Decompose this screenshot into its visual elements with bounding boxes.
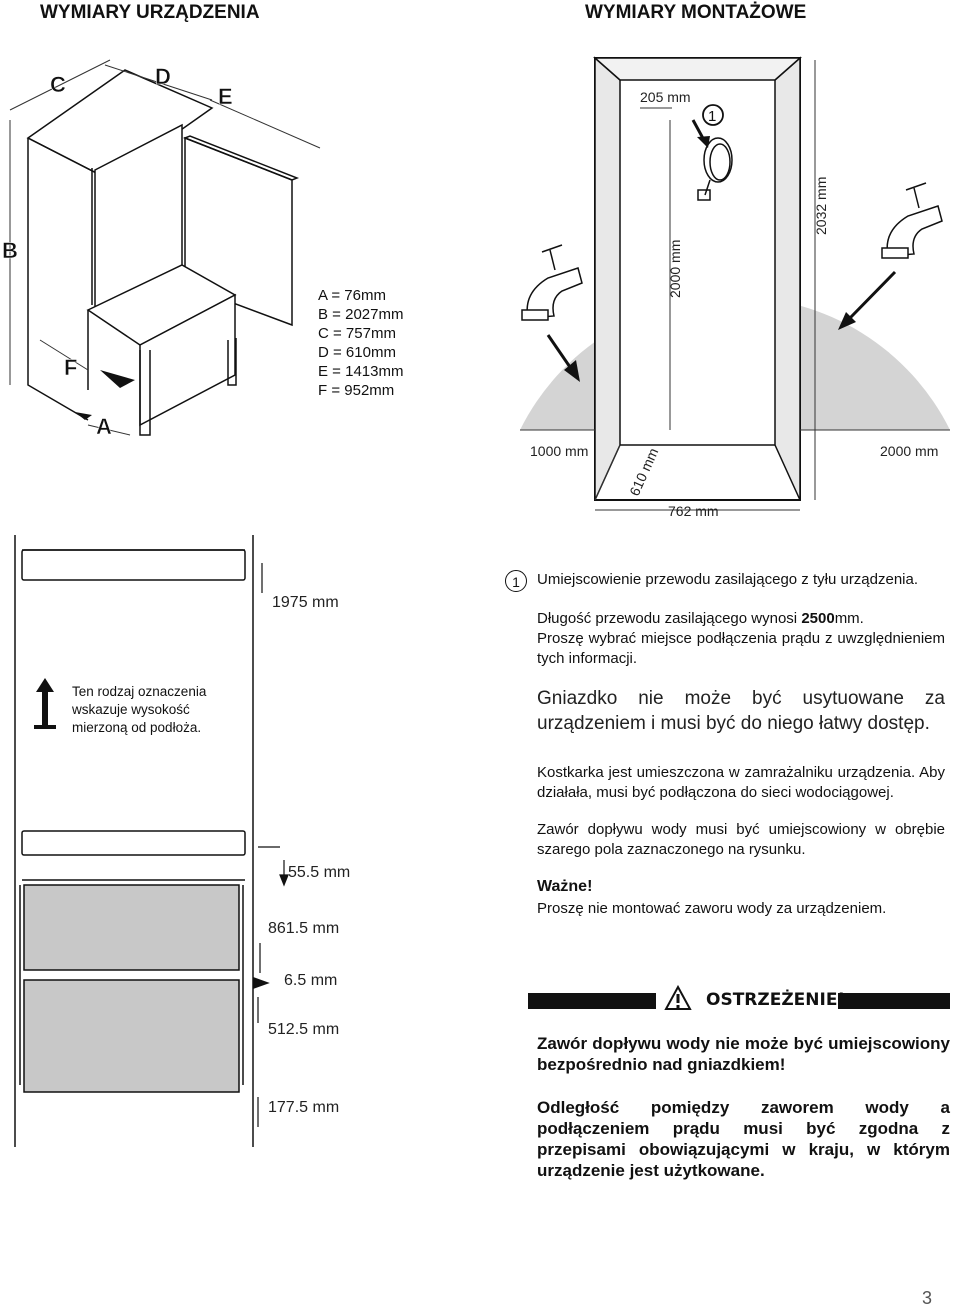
height-note: Ten rodzaj oznaczenia wskazuje wysokość … xyxy=(72,684,207,735)
cable-length-prefix: Długość przewodu zasilającego wynosi xyxy=(537,610,802,627)
cable-marker-number: 1 xyxy=(512,574,520,590)
icemaker-note: Kostkarka jest umieszczona w zamrażalnik… xyxy=(537,764,945,801)
warning-paragraph-2: Odległość pomiędzy zaworem wody a podłąc… xyxy=(537,1098,950,1180)
niche-dim-6: 6.5 mm xyxy=(284,972,337,989)
dim-2000-floor: 2000 mm xyxy=(880,443,938,459)
dim-2032: 2032 mm xyxy=(813,177,829,235)
dim-label-d: D xyxy=(155,64,171,89)
niche-dim-55: 55.5 mm xyxy=(288,864,350,881)
warning-title: OSTRZEŻENIE! xyxy=(706,990,846,1010)
dim-762: 762 mm xyxy=(668,503,719,519)
dim-label-f: F xyxy=(64,355,77,380)
dim-e: E = 1413mm xyxy=(318,363,404,380)
header-installation-dimensions: WYMIARY MONTAŻOWE xyxy=(585,2,807,23)
dim-205: 205 mm xyxy=(640,89,691,105)
warning-triangle-icon xyxy=(664,985,692,1010)
warning-bar-left xyxy=(528,993,656,1009)
dim-a: A = 76mm xyxy=(318,287,386,304)
dim-1000: 1000 mm xyxy=(530,443,588,459)
appliance-dimension-list: A = 76mm B = 2027mm C = 757mm D = 610mm … xyxy=(318,286,403,400)
dim-label-a: A xyxy=(96,414,112,439)
dim-label-e: E xyxy=(218,84,233,109)
dim-d: D = 610mm xyxy=(318,344,396,361)
installation-drawing: 205 mm 1000 mm 2000 mm 762 mm 2000 mm 20… xyxy=(520,56,950,519)
cable-location-text: Umiejscowienie przewodu zasilającego z t… xyxy=(537,571,919,588)
warning-bar-right xyxy=(838,993,950,1009)
dim-label-b: B xyxy=(2,238,18,263)
cable-length-value: 2500 xyxy=(801,610,835,627)
cable-marker-circle: 1 xyxy=(505,570,527,592)
niche-dim-512: 512.5 mm xyxy=(268,1021,339,1038)
height-from-floor-icon xyxy=(34,678,56,729)
dim-f: F = 952mm xyxy=(318,382,395,399)
cable-length-suffix: mm. xyxy=(834,610,864,627)
dim-label-c: C xyxy=(50,72,66,97)
niche-dim-861: 861.5 mm xyxy=(268,920,339,937)
warning-paragraph-1: Zawór dopływu wody nie może być umiejsco… xyxy=(537,1034,950,1074)
dim-c: C = 757mm xyxy=(318,325,396,342)
header-appliance-dimensions: WYMIARY URZĄDZENIA xyxy=(40,2,260,23)
socket-note: Gniazdko nie może być usytuowane za urzą… xyxy=(537,688,945,734)
cable-length-text: Długość przewodu zasilającego wynosi 250… xyxy=(537,609,945,629)
appliance-drawing: C D E B F A xyxy=(2,59,321,439)
dim-b: B = 2027mm xyxy=(318,306,404,323)
niche-dim-1975: 1975 mm xyxy=(272,594,339,611)
niche-drawing: 1975 mm 55.5 mm 861.5 mm 6.5 mm 512.5 mm… xyxy=(14,535,350,1147)
important-text: Proszę nie montować zaworu wody za urząd… xyxy=(537,900,887,917)
cable-choose-text: Proszę wybrać miejsce podłączenia prądu … xyxy=(537,630,945,667)
cable-marker: 1 xyxy=(708,108,716,125)
valve-area-note: Zawór dopływu wody musi być umiejscowion… xyxy=(537,821,945,858)
dim-2000-height: 2000 mm xyxy=(667,240,683,298)
page-number: 3 xyxy=(922,1288,933,1308)
important-title: Ważne! xyxy=(537,878,593,895)
niche-dim-177: 177.5 mm xyxy=(268,1099,339,1116)
